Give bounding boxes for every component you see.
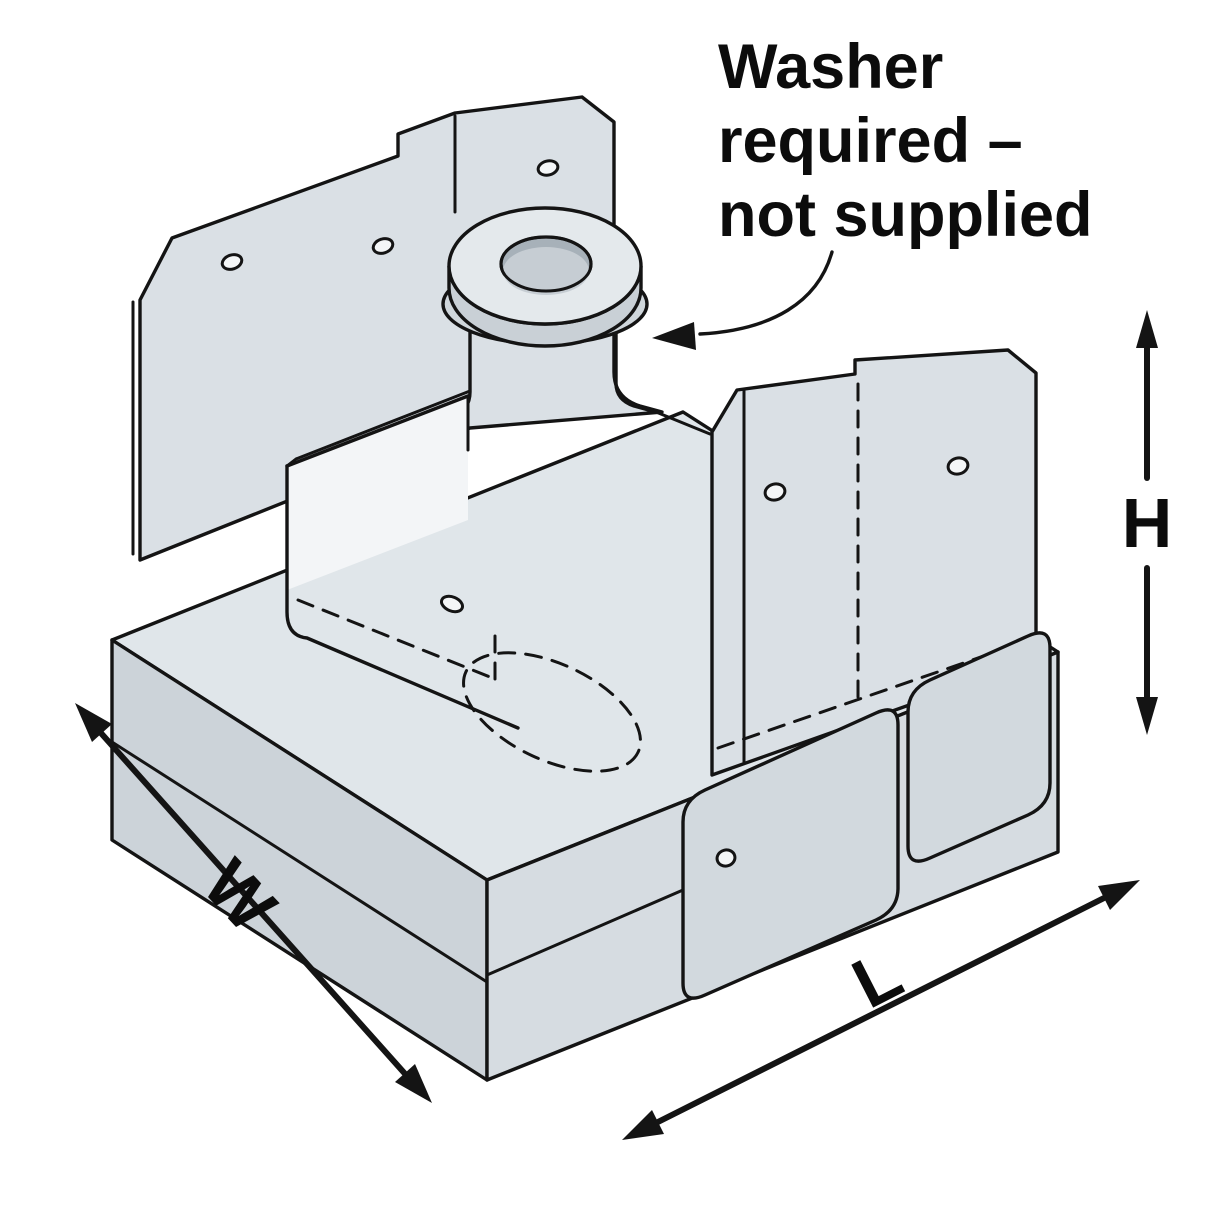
base-nail-hole — [439, 594, 465, 614]
front-wrap-tabs — [681, 631, 1052, 1000]
nail-hole — [715, 848, 737, 868]
pedestal-right-edge — [614, 298, 658, 414]
nail-hole — [763, 482, 787, 502]
base-front-fold-line — [485, 888, 685, 977]
nail-hole — [371, 237, 395, 255]
nail-hole — [536, 159, 560, 177]
height-arrowhead-bottom — [1136, 697, 1158, 735]
nail-hole — [946, 456, 970, 476]
post-seat-strap — [285, 389, 520, 730]
length-dimension-line — [637, 886, 1125, 1134]
nail-hole — [220, 253, 244, 271]
length-arrowhead-right — [1098, 880, 1140, 910]
width-arrowhead-top — [75, 703, 112, 742]
seat-rim-thickness — [285, 389, 472, 468]
height-label: H — [1122, 484, 1173, 562]
dimension-height: H — [1122, 310, 1173, 735]
seat-top-rim — [285, 394, 470, 468]
washer-note-line1: Washer — [718, 32, 943, 102]
length-label: L — [840, 934, 914, 1023]
seat-left-edge — [285, 464, 520, 730]
hidden-edges — [296, 594, 642, 773]
washer-callout: Washer required – not supplied — [652, 32, 1092, 350]
pedestal-base-line-right — [654, 410, 712, 436]
bolt-hole-inner-wall — [503, 247, 589, 295]
seat-inner-face — [287, 396, 468, 590]
wrap-tab-left — [681, 708, 900, 1000]
washer-note-line2: required – — [718, 106, 1023, 176]
seat-hidden-edge — [296, 598, 497, 681]
callout-arrowhead — [652, 322, 696, 350]
length-arrowhead-left — [622, 1110, 664, 1140]
callout-leader-line — [698, 250, 834, 336]
base-left-fold-line — [110, 740, 489, 984]
width-arrowhead-bottom — [395, 1064, 432, 1103]
standoff-washer — [441, 206, 649, 348]
height-arrowhead-top — [1136, 310, 1158, 348]
anchor-slot-hidden — [462, 651, 642, 773]
washer-note-line3: not supplied — [718, 180, 1092, 250]
wrap-tab-right — [906, 631, 1052, 863]
width-dimension-line — [89, 720, 418, 1088]
bolt-hole-rim — [499, 235, 593, 293]
